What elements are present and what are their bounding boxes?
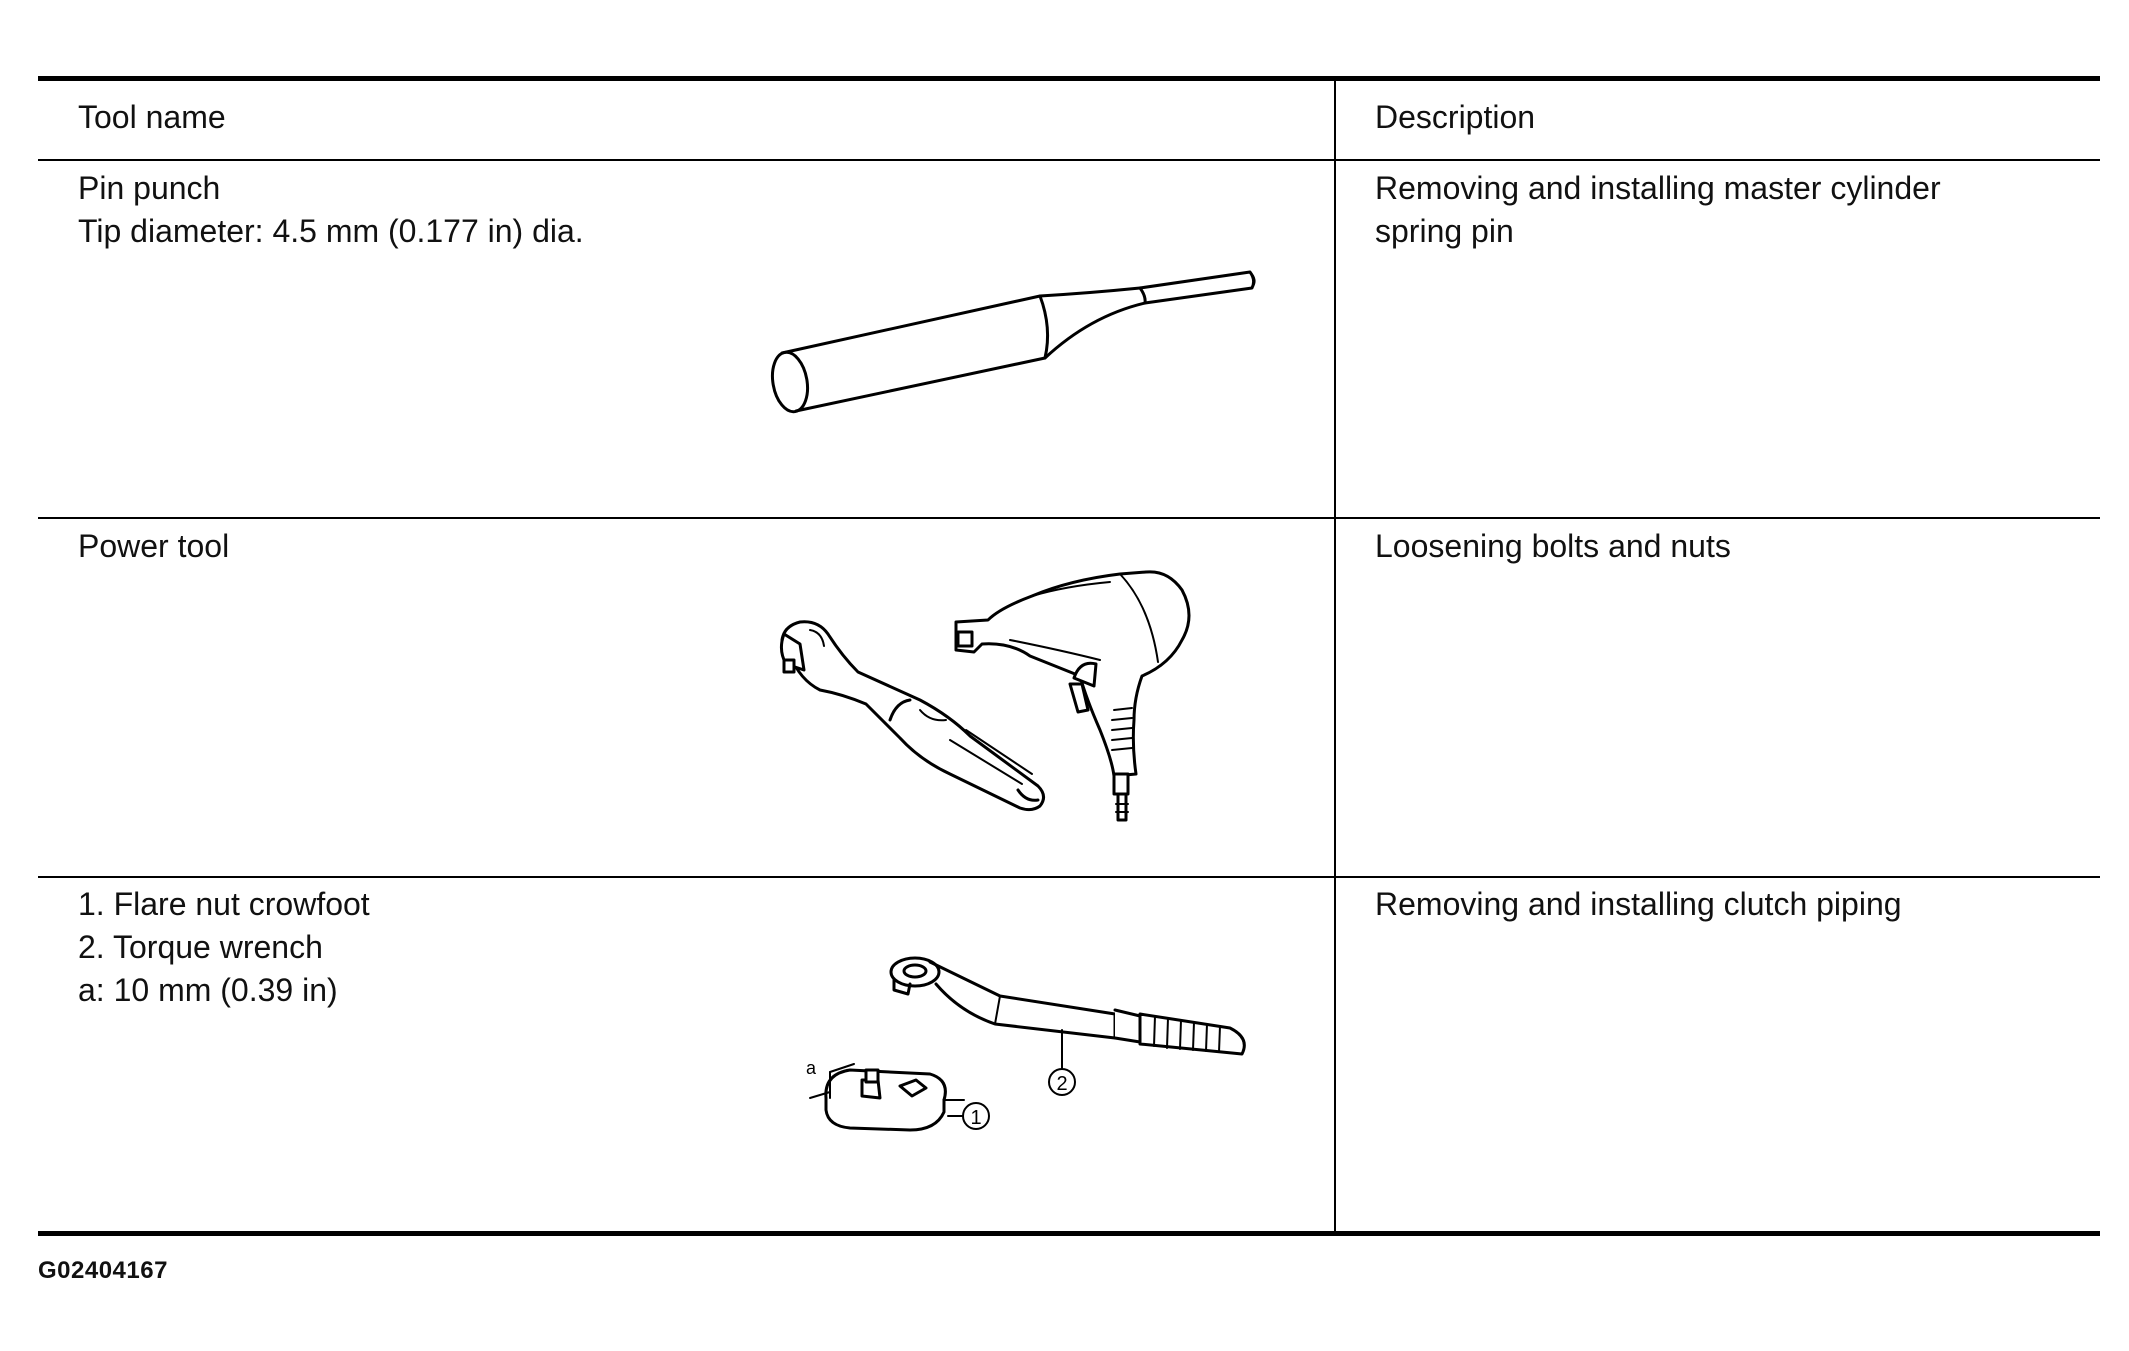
tool-name-line: Pin punch: [78, 170, 221, 206]
table-row-description: Loosening bolts and nuts: [1375, 525, 1731, 568]
header-description: Description: [1375, 99, 1536, 135]
crowfoot-torque-wrench-icon: 1 2 a: [770, 950, 1270, 1150]
tool-table: Tool name Description Pin punch Tip diam…: [38, 76, 2100, 1236]
table-row-description: Removing and installing master cylinder …: [1375, 167, 1941, 253]
callout-a-label: a: [806, 1058, 817, 1078]
tool-name-line: Power tool: [78, 528, 230, 564]
power-tools-icon: [770, 560, 1230, 840]
air-ratchet-icon: [779, 620, 1045, 812]
description-line: Loosening bolts and nuts: [1375, 528, 1731, 564]
description-line: Removing and installing clutch piping: [1375, 886, 1902, 922]
table-row-tool-name: Power tool: [78, 525, 229, 568]
callout-2-label: 2: [1056, 1073, 1067, 1095]
row-divider: [38, 876, 2100, 878]
table-row-tool-name: Pin punch Tip diameter: 4.5 mm (0.177 in…: [78, 167, 584, 253]
impact-wrench-icon: [954, 570, 1191, 822]
description-line: spring pin: [1375, 213, 1514, 249]
header-rule: [38, 159, 2100, 161]
torque-wrench-icon: [889, 956, 1246, 1069]
row-divider: [38, 517, 2100, 519]
description-line: Removing and installing master cylinder: [1375, 170, 1941, 206]
callout-1-label: 1: [970, 1107, 981, 1129]
column-divider: [1334, 81, 1336, 1231]
pin-punch-icon: [760, 258, 1260, 428]
tool-name-line: 2. Torque wrench: [78, 929, 323, 965]
tool-spec-line: Tip diameter: 4.5 mm (0.177 in) dia.: [78, 213, 584, 249]
flare-nut-crowfoot-icon: [809, 1063, 965, 1132]
figure-code: G02404167: [38, 1257, 168, 1284]
tool-spec-line: a: 10 mm (0.39 in): [78, 972, 338, 1008]
header-tool-name: Tool name: [78, 99, 226, 135]
callout-circle-2: [1048, 1068, 1076, 1096]
table-row-description: Removing and installing clutch piping: [1375, 883, 1902, 926]
table-row-tool-name: 1. Flare nut crowfoot 2. Torque wrench a…: [78, 883, 370, 1012]
tool-name-line: 1. Flare nut crowfoot: [78, 886, 370, 922]
